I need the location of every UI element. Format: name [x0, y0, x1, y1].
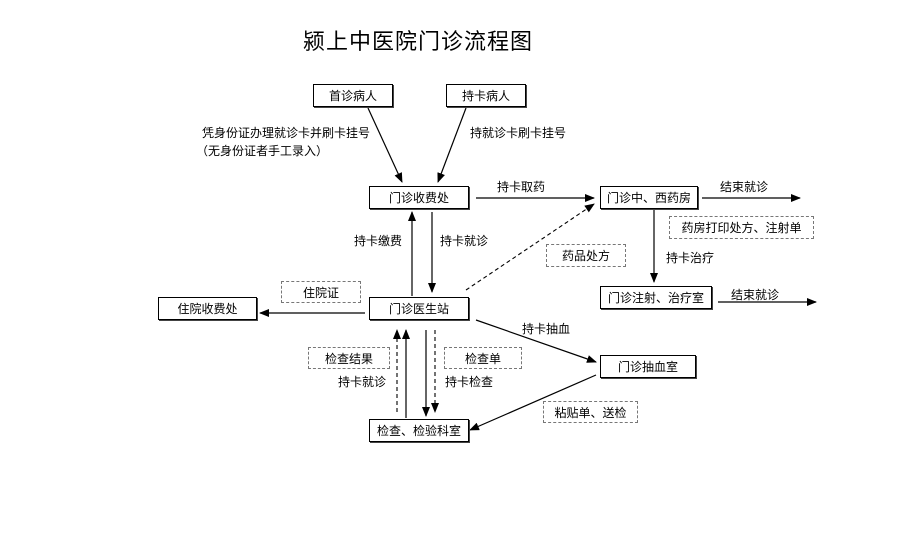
node-injection-room: 门诊注射、治疗室	[600, 286, 712, 309]
label-pay: 持卡缴费	[354, 234, 403, 248]
label-draw-blood: 持卡抽血	[522, 322, 571, 336]
note-inpatient-cert: 住院证	[281, 281, 361, 303]
label-register-id-note: （无身份证者手工录入）	[196, 144, 329, 158]
arrow-blood-to-lab	[469, 374, 597, 431]
label-end-visit-1: 结束就诊	[720, 180, 769, 194]
note-label-send: 粘贴单、送检	[543, 401, 638, 423]
note-check-sheet: 检查单	[444, 347, 522, 369]
node-blood-room: 门诊抽血室	[600, 355, 696, 378]
arrow-first-visit-to-cashier	[367, 107, 403, 183]
node-lab-room: 检查、检验科室	[369, 419, 469, 442]
label-return-visit: 持卡就诊	[338, 375, 387, 389]
node-doctor-station: 门诊医生站	[369, 297, 469, 320]
label-take-medicine: 持卡取药	[497, 180, 546, 194]
label-end-visit-2: 结束就诊	[731, 288, 780, 302]
label-swipe-register: 持就诊卡刷卡挂号	[470, 126, 567, 140]
page-title: 颍上中医院门诊流程图	[303, 30, 534, 55]
node-first-visit: 首诊病人	[313, 84, 393, 107]
node-card-holder: 持卡病人	[446, 84, 526, 107]
arrow-card-holder-to-cashier	[437, 107, 467, 183]
node-inpatient-cashier: 住院收费处	[158, 297, 257, 320]
label-treatment: 持卡治疗	[666, 251, 715, 265]
label-exam: 持卡检查	[445, 375, 494, 389]
node-pharmacy: 门诊中、西药房	[600, 186, 698, 209]
label-register-id: 凭身份证办理就诊卡并刷卡挂号	[202, 126, 371, 140]
note-check-result: 检查结果	[308, 347, 390, 369]
note-print-rx: 药房打印处方、注射单	[669, 216, 814, 239]
dashed-arrow-doctor-to-pharmacy	[465, 203, 595, 291]
arrow-doctor-to-blood	[475, 319, 597, 363]
label-see-doctor: 持卡就诊	[440, 234, 489, 248]
node-cashier: 门诊收费处	[369, 186, 469, 209]
note-drug-prescription: 药品处方	[546, 244, 626, 267]
